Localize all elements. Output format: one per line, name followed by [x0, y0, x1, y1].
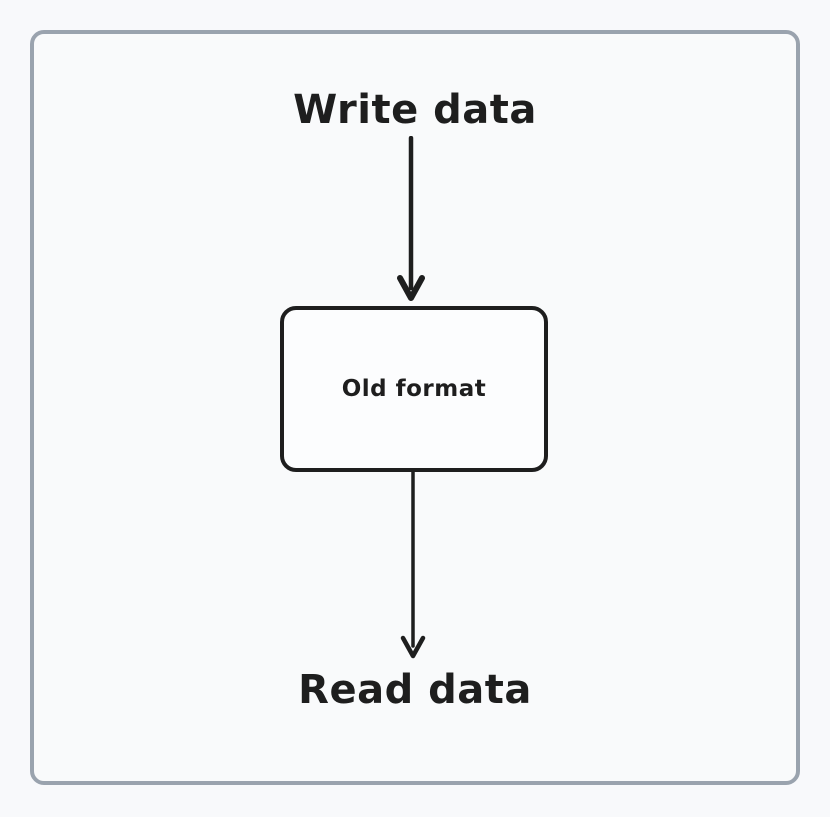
- arrow-down-icon: [397, 136, 425, 301]
- old-format-node-label: Old format: [341, 376, 487, 402]
- read-data-label: Read data: [298, 667, 532, 713]
- arrow-down-icon: [400, 470, 426, 659]
- arrow-head: [397, 275, 425, 301]
- write-data-label: Write data: [293, 87, 537, 133]
- arrow-head: [400, 635, 426, 659]
- old-format-node: Old format: [280, 306, 548, 472]
